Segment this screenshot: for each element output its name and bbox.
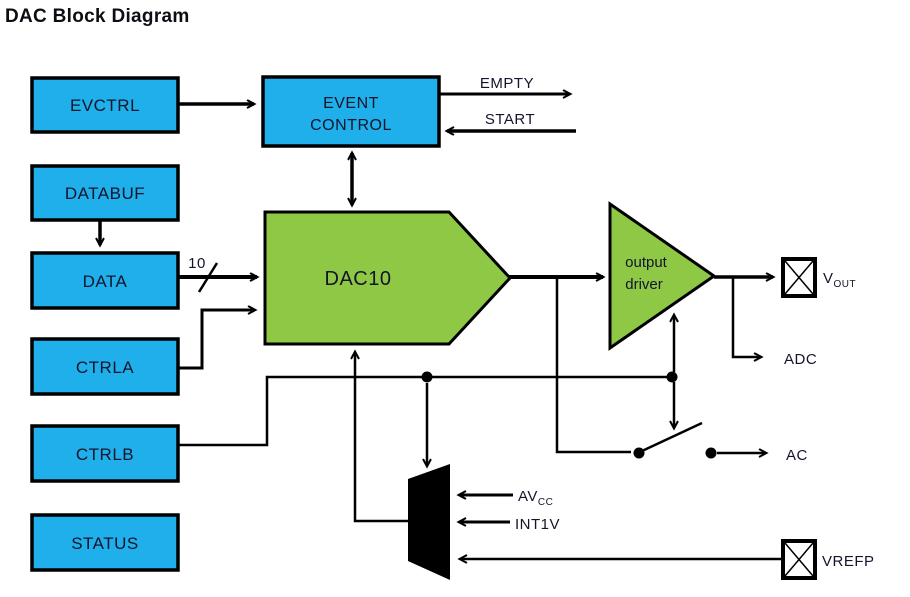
ctrla-label: CTRLA [76,358,134,377]
register-data: DATA [30,251,180,310]
vrefp-pad-x2 [784,542,814,577]
data-box [30,251,180,310]
output-driver-label-line1: output [625,254,668,271]
driver-to-adc-line [731,277,761,357]
ctrlb-box [30,424,180,483]
ac-label: AC [786,447,808,464]
mux-output-to-dac10-line [355,352,408,523]
ctrlb-label: CTRLB [76,445,134,464]
page-title: DAC Block Diagram [5,6,190,27]
status-label: STATUS [71,534,139,553]
switch-contact-right [705,447,717,459]
databuf-box [30,164,180,222]
switch-lever [641,421,703,453]
int1v-label: INT1V [515,516,560,533]
event-control-label-line1: EVENT [323,95,379,112]
databuf-label: DATABUF [65,184,145,203]
bus-width-slash [197,262,219,293]
vrefp-label: VREFP [822,553,875,570]
register-databuf: DATABUF [30,164,180,222]
output-driver-label-line2: driver [625,276,663,293]
register-ctrlb: CTRLB [30,424,180,483]
dac10-shape [263,210,513,346]
vout-pad-x2 [784,260,814,295]
avcc-label: AVCC [518,488,553,508]
ctrla-to-dac10-line [178,310,255,370]
switch-contact-left [633,447,645,459]
vrefp-pad [781,539,817,580]
output-driver-block: output driver [608,201,717,351]
bus-width-label: 10 [188,255,206,272]
register-evctrl: EVCTRL [30,76,180,134]
junction-dot-driver-control [666,371,678,383]
reference-mux-shape [408,464,450,580]
data-label: DATA [83,272,128,291]
adc-label: ADC [784,351,817,368]
empty-label: EMPTY [480,75,534,92]
analog-switch [633,421,717,459]
event-control-label-line2: CONTROL [310,117,392,134]
ctrlb-control-line [178,375,670,447]
event-control-block: EVENT CONTROL [261,75,441,148]
vout-pad [781,257,817,298]
dac10-label: DAC10 [325,268,392,290]
evctrl-label: EVCTRL [70,96,140,115]
start-label: START [485,111,535,128]
status-box [30,513,180,572]
event-control-box [261,75,441,148]
dac10-output-to-switch-line [555,277,631,454]
register-status: STATUS [30,513,180,572]
output-driver-shape [608,201,717,351]
vout-label: VOUT [823,270,856,290]
register-ctrla: CTRLA [30,337,180,396]
junction-dot-mux-select [421,371,433,383]
dac10-block: DAC10 [263,210,513,346]
